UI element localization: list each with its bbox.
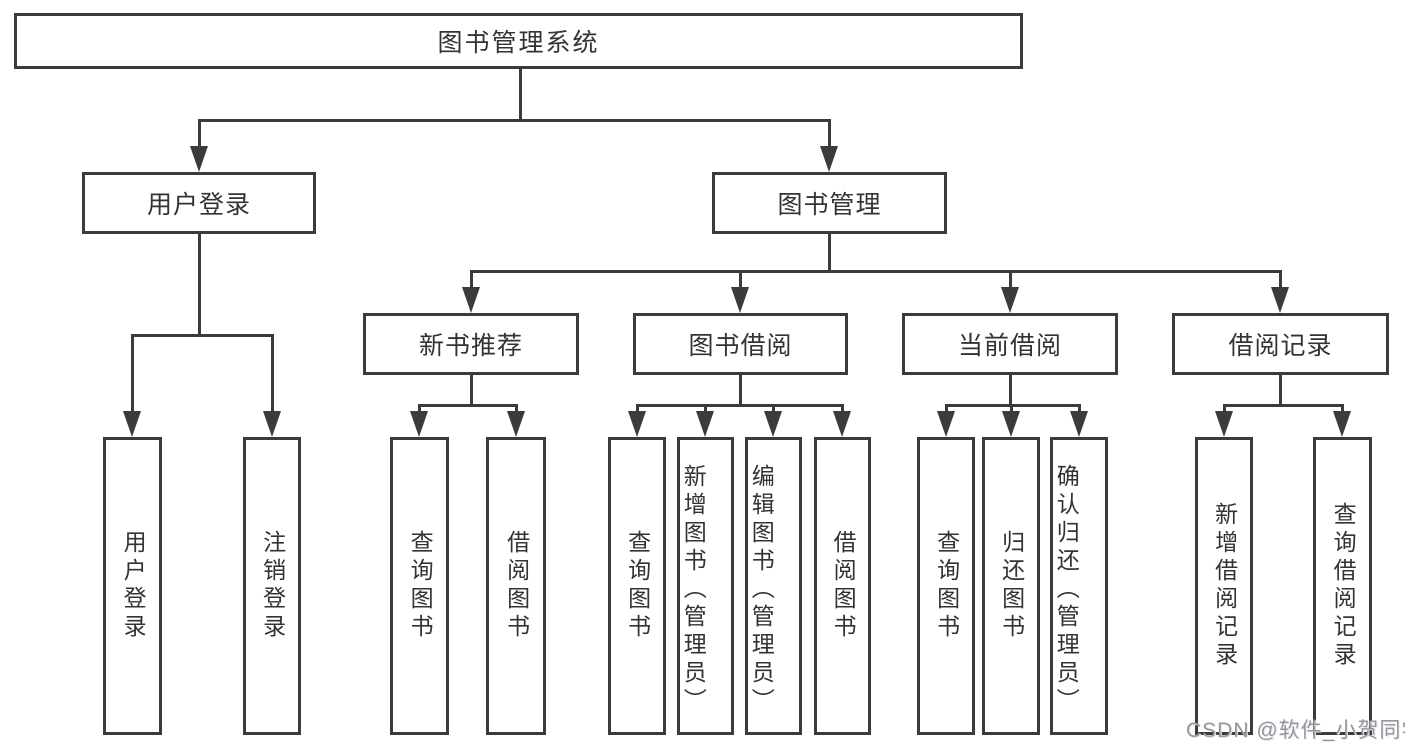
node-label: 新增借阅记录 <box>1211 502 1238 670</box>
node-label: 新增图书（管理员） <box>680 464 707 716</box>
connector-vline <box>1010 404 1013 414</box>
node-label: 查询图书 <box>407 530 434 642</box>
arrow-down-icon <box>263 411 281 437</box>
connector-vline <box>470 270 473 290</box>
connector-hline <box>636 404 844 407</box>
leaf-borrow-books-recommend: 借阅图书 <box>486 437 546 735</box>
node-current-borrowing: 当前借阅 <box>902 313 1118 375</box>
leaf-query-books-recommend: 查询图书 <box>390 437 449 735</box>
connector-vline <box>1341 404 1344 414</box>
connector-vline <box>271 334 274 414</box>
connector-vline <box>1279 372 1282 406</box>
arrow-down-icon <box>462 287 480 313</box>
leaf-query-books-current: 查询图书 <box>917 437 975 735</box>
arrow-down-icon <box>820 146 838 172</box>
connector-vline <box>739 270 742 290</box>
arrow-down-icon <box>937 411 955 437</box>
arrow-down-icon <box>696 411 714 437</box>
arrow-down-icon <box>1333 411 1351 437</box>
connector-vline <box>470 372 473 406</box>
node-label: 用户登录 <box>146 191 251 219</box>
connector-vline <box>828 119 831 149</box>
arrow-down-icon <box>1271 287 1289 313</box>
arrow-down-icon <box>1002 411 1020 437</box>
connector-hline <box>945 404 1081 407</box>
connector-vline <box>1223 404 1226 414</box>
node-label: 编辑图书（管理员） <box>748 464 775 716</box>
arrow-down-icon <box>507 411 525 437</box>
node-label: 借阅图书 <box>830 530 857 642</box>
leaf-logout: 注销登录 <box>243 437 301 735</box>
node-label: 当前借阅 <box>957 332 1062 360</box>
leaf-return-books: 归还图书 <box>982 437 1040 735</box>
connector-vline <box>945 404 948 414</box>
arrow-down-icon <box>628 411 646 437</box>
node-new-book-recommendation: 新书推荐 <box>363 313 579 375</box>
leaf-add-book-admin: 新增图书（管理员） <box>677 437 734 735</box>
connector-hline <box>1223 404 1344 407</box>
leaf-edit-book-admin: 编辑图书（管理员） <box>745 437 802 735</box>
connector-vline <box>1078 404 1081 414</box>
arrow-down-icon <box>1070 411 1088 437</box>
arrow-down-icon <box>764 411 782 437</box>
arrow-down-icon <box>1215 411 1233 437</box>
arrow-down-icon <box>833 411 851 437</box>
connector-vline <box>1009 372 1012 406</box>
node-label: 查询图书 <box>933 530 960 642</box>
connector-vline <box>198 231 201 336</box>
connector-vline <box>772 404 775 414</box>
connector-vline <box>1009 270 1012 290</box>
leaf-add-borrow-record: 新增借阅记录 <box>1195 437 1253 735</box>
node-label: 归还图书 <box>998 530 1025 642</box>
node-borrowing-records: 借阅记录 <box>1172 313 1389 375</box>
arrow-down-icon <box>1001 287 1019 313</box>
node-label: 图书管理系统 <box>437 29 600 57</box>
arrow-down-icon <box>190 146 208 172</box>
node-label: 图书借阅 <box>688 332 793 360</box>
node-label: 借阅图书 <box>503 530 530 642</box>
connector-vline <box>828 231 831 272</box>
node-library-system: 图书管理系统 <box>14 13 1023 69</box>
connector-vline <box>739 372 742 406</box>
connector-hline <box>470 270 1281 273</box>
leaf-confirm-return-admin: 确认归还（管理员） <box>1050 437 1108 735</box>
node-label: 确认归还（管理员） <box>1053 464 1080 716</box>
node-label: 用户登录 <box>120 530 147 642</box>
arrow-down-icon <box>731 287 749 313</box>
connector-vline <box>519 68 522 121</box>
connector-vline <box>841 404 844 414</box>
leaf-borrow-books-borrowing: 借阅图书 <box>814 437 871 735</box>
connector-vline <box>1279 270 1282 290</box>
node-book-management: 图书管理 <box>712 172 947 234</box>
connector-hline <box>131 334 274 337</box>
connector-vline <box>131 334 134 414</box>
node-label: 查询借阅记录 <box>1330 502 1357 670</box>
connector-vline <box>418 404 421 414</box>
node-label: 图书管理 <box>777 191 882 219</box>
node-label: 注销登录 <box>259 530 286 642</box>
connector-vline <box>704 404 707 414</box>
connector-hline <box>198 119 831 122</box>
connector-hline <box>418 404 518 407</box>
node-label: 新书推荐 <box>418 332 523 360</box>
leaf-query-books-borrowing: 查询图书 <box>608 437 666 735</box>
connector-vline <box>198 119 201 149</box>
arrow-down-icon <box>123 411 141 437</box>
node-book-borrowing: 图书借阅 <box>633 313 848 375</box>
node-label: 查询图书 <box>624 530 651 642</box>
connector-vline <box>636 404 639 414</box>
connector-vline <box>515 404 518 414</box>
watermark: CSDN @软件_小贺同学 <box>1186 719 1405 742</box>
arrow-down-icon <box>410 411 428 437</box>
node-label: 借阅记录 <box>1228 332 1333 360</box>
leaf-query-borrow-record: 查询借阅记录 <box>1313 437 1372 735</box>
leaf-user-login: 用户登录 <box>103 437 162 735</box>
node-user-login: 用户登录 <box>82 172 316 234</box>
